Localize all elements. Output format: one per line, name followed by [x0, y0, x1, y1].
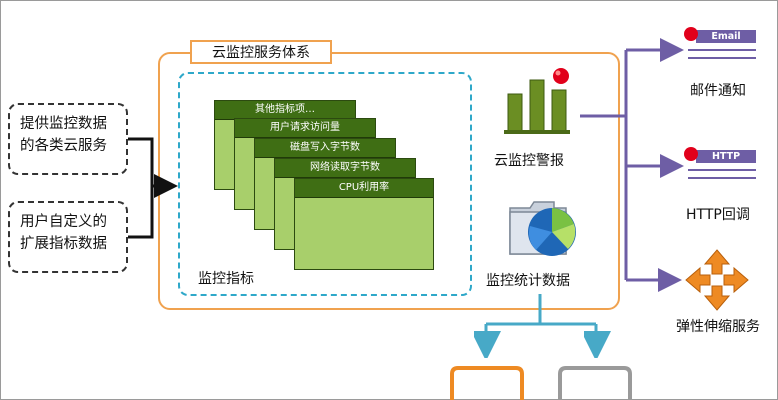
email-label: 邮件通知 [690, 83, 746, 99]
stats-label: 监控统计数据 [486, 273, 570, 289]
http-alert-dot [684, 147, 698, 161]
folder-pie-chart-icon [509, 201, 576, 256]
metrics-label: 监控指标 [198, 271, 254, 287]
email-output-icon: Email [684, 27, 756, 64]
email-alert-dot [684, 27, 698, 41]
metric-sheet-title: CPU利用率 [295, 179, 433, 198]
source-cloud-services-line2: 的各类云服务 [20, 138, 107, 154]
auto-scaling-label: 弹性伸缩服务 [676, 319, 760, 335]
cloud-monitoring-system-title: 云监控服务体系 [190, 40, 332, 64]
source-custom-metrics-line1: 用户自定义的 [20, 214, 107, 230]
bar-chart-alarm-icon [504, 68, 570, 134]
source-custom-metrics: 用户自定义的 扩展指标数据 [8, 201, 128, 273]
source-cloud-services: 提供监控数据 的各类云服务 [8, 103, 128, 175]
http-label: HTTP回调 [686, 207, 750, 223]
metric-sheet-title: 网络读取字节数 [275, 159, 415, 178]
metrics-area [178, 72, 472, 296]
metric-sheet-title: 用户请求访问量 [235, 119, 375, 138]
stats-downstream-arrows [486, 294, 596, 346]
source-to-metrics-arrow [128, 137, 178, 239]
metric-sheet-title: 磁盘写入字节数 [255, 139, 395, 158]
source-cloud-services-line1: 提供监控数据 [20, 116, 107, 132]
alarm-to-outputs-arrows [580, 38, 684, 292]
source-custom-metrics-line2: 扩展指标数据 [20, 236, 107, 252]
alarm-label: 云监控警报 [494, 153, 564, 169]
downstream-box-gray [558, 366, 632, 400]
metric-sheet: CPU利用率 [294, 178, 434, 270]
http-badge: HTTP [696, 150, 756, 163]
email-badge: Email [696, 30, 756, 43]
auto-scaling-arrows-icon [685, 249, 749, 311]
http-output-icon: HTTP [684, 147, 756, 184]
downstream-box-orange [450, 366, 524, 400]
